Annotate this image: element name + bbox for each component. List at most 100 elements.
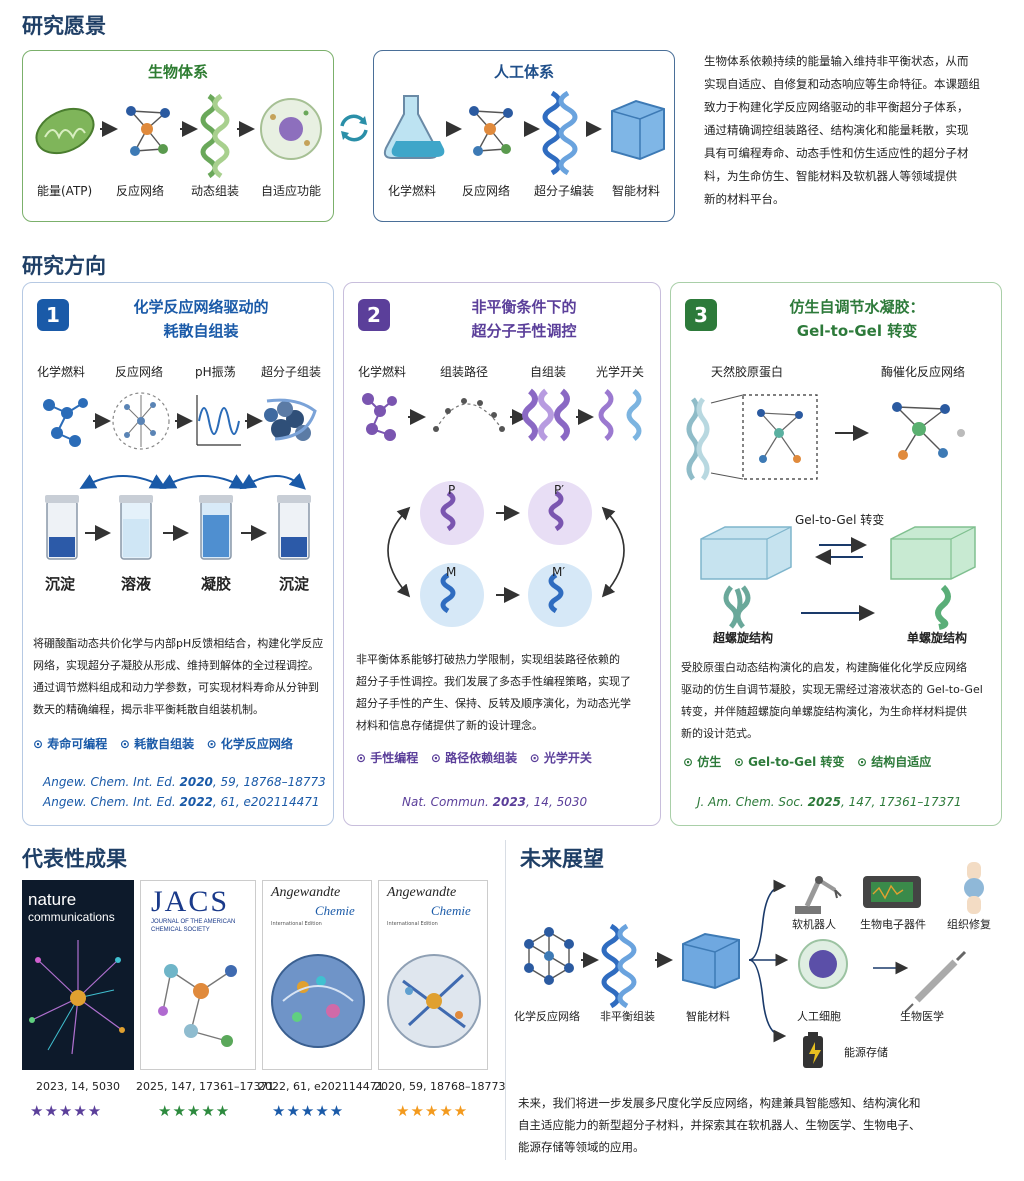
check-icon: ⊙ bbox=[856, 755, 867, 769]
card-2-step-fuel: 化学燃料 bbox=[358, 365, 407, 379]
card-1-step-assembly: 超分子组装 bbox=[261, 365, 322, 379]
card-1-text: 将硼酸酯动态共价化学与内部pH反馈相结合，构建化学反应网络，实现超分子凝胶从形成… bbox=[33, 637, 324, 716]
battery-icon bbox=[803, 1032, 823, 1068]
card-2-state-p-prime: P′ bbox=[554, 483, 564, 497]
cover-nature-communications[interactable]: nature communications bbox=[22, 880, 134, 1070]
art-label-assembly: 超分子编装 bbox=[534, 184, 595, 198]
section-title-outlook: 未来展望 bbox=[520, 847, 604, 871]
check-icon: ⊙ bbox=[430, 751, 441, 765]
check-icon: ⊙ bbox=[733, 755, 744, 769]
direction-card-2: 2 非平衡条件下的超分子手性调控 化学燃料 组装路径 自组装 光学开关 P P′… bbox=[343, 282, 661, 826]
artificial-system-panel: 人工体系 化学燃料 反应网络 超分子编装 智能材料 bbox=[373, 50, 675, 222]
section-title-results: 代表性成果 bbox=[22, 847, 127, 871]
card-3-state-superhelix: 超螺旋结构 bbox=[713, 631, 774, 645]
card-1-ref-1: Angew. Chem. Int. Ed. 2020, 59, 18768–18… bbox=[43, 775, 326, 789]
outlook-chain-network: 化学反应网络 bbox=[514, 1010, 580, 1023]
section-title-vision: 研究愿景 bbox=[22, 14, 106, 38]
art-label-network: 反应网络 bbox=[462, 184, 511, 198]
artificial-cell-icon bbox=[798, 939, 848, 989]
check-icon: ⊙ bbox=[206, 737, 217, 751]
card-3-illustration bbox=[686, 394, 976, 630]
check-icon: ⊙ bbox=[356, 751, 367, 765]
card-1-state-solution: 溶液 bbox=[121, 575, 152, 593]
cover-4-artwork bbox=[387, 954, 481, 1048]
outlook-app-cell: 人工细胞 bbox=[797, 1010, 841, 1023]
bio-label-assembly: 动态组装 bbox=[191, 184, 240, 198]
card-2-state-m-prime: M′ bbox=[552, 565, 566, 579]
card-1-ref-2: Angew. Chem. Int. Ed. 2022, 61, e2021144… bbox=[43, 795, 320, 809]
cover-4-citation: 2020, 59, 18768–18773 bbox=[374, 1080, 506, 1093]
card-3-text: 受胶原蛋白动态结构演化的启发，构建酶催化化学反应网络驱动的仿生自调节凝胶，实现无… bbox=[681, 661, 983, 740]
card-2-tags: ⊙ 手性编程 ⊙ 路径依赖组装 ⊙ 光学开关 bbox=[356, 751, 592, 765]
check-icon: ⊙ bbox=[119, 737, 130, 751]
card-1-step-network: 反应网络 bbox=[115, 365, 164, 379]
card-3-step-collagen: 天然胶原蛋白 bbox=[711, 365, 784, 379]
direction-card-3: 3 仿生自调节水凝胶：Gel-to-Gel 转变 天然胶原蛋白 酶催化反应网络 … bbox=[670, 282, 1002, 826]
robot-arm-icon bbox=[795, 876, 842, 914]
cover-4-star-icon: ★★★★★ bbox=[396, 1102, 469, 1120]
outlook-app-robot: 软机器人 bbox=[792, 918, 836, 931]
card-1-number: 1 bbox=[37, 299, 69, 331]
direction-card-1: 1 化学反应网络驱动的耗散自组装 化学燃料 反应网络 pH振荡 超分子组装 沉淀… bbox=[22, 282, 334, 826]
cover-angewandte-2020[interactable]: Angewandte Chemie International Edition bbox=[378, 880, 488, 1070]
card-2-ref: Nat. Commun. 2023, 14, 5030 bbox=[402, 795, 588, 809]
cover-2-star-icon: ★★★★★ bbox=[158, 1102, 231, 1120]
card-3-ref: J. Am. Chem. Soc. 2025, 147, 17361–17371 bbox=[697, 795, 962, 809]
cover-1-artwork bbox=[29, 940, 125, 1055]
card-1-state-precipitate: 沉淀 bbox=[45, 575, 76, 593]
cover-jacs[interactable]: JACS JOURNAL OF THE AMERICAN CHEMICAL SO… bbox=[140, 880, 256, 1070]
card-1-tags: ⊙ 寿命可编程 ⊙ 耗散自组装 ⊙ 化学反应网络 bbox=[33, 737, 293, 751]
vision-text: 生物体系依赖持续的能量输入维持非平衡状态，从而实现自适应、自修复和动态响应等生命… bbox=[704, 54, 980, 206]
cover-1-star-icon: ★★★★★ bbox=[30, 1102, 103, 1120]
artificial-system-illustration bbox=[383, 90, 665, 176]
section-divider bbox=[505, 840, 506, 1160]
outlook-app-biomedicine: 生物医学 bbox=[900, 1010, 944, 1023]
card-2-step-path: 组装路径 bbox=[440, 365, 489, 379]
card-2-step-assembly: 自组装 bbox=[530, 365, 567, 379]
card-2-state-m: M bbox=[446, 565, 457, 579]
section-title-directions: 研究方向 bbox=[22, 254, 106, 278]
cover-3-artwork bbox=[271, 954, 365, 1048]
check-icon: ⊙ bbox=[33, 737, 44, 751]
bio-system-title: 生物体系 bbox=[147, 63, 208, 81]
card-1-step-ph: pH振荡 bbox=[195, 365, 236, 379]
cover-3-star-icon: ★★★★★ bbox=[272, 1102, 345, 1120]
outlook-app-bioelectronics: 生物电子器件 bbox=[860, 918, 926, 931]
cover-3-citation: 2022, 61, e202114471 bbox=[258, 1080, 384, 1093]
card-3-state-single-helix: 单螺旋结构 bbox=[907, 631, 968, 645]
card-2-illustration bbox=[362, 388, 642, 627]
bio-system-illustration bbox=[35, 93, 322, 179]
artificial-system-title: 人工体系 bbox=[493, 63, 554, 81]
bio-label-network: 反应网络 bbox=[116, 184, 165, 198]
outlook-chain-material: 智能材料 bbox=[686, 1010, 730, 1023]
outlook-app-energy: 能源存储 bbox=[844, 1046, 888, 1059]
outlook-illustration bbox=[524, 862, 984, 1068]
bioelectronic-device-icon bbox=[863, 876, 921, 908]
bio-system-panel: 生物体系 能量(ATP) 反应网络 动态组装 自适应功能 bbox=[22, 50, 334, 222]
bio-label-function: 自适应功能 bbox=[261, 184, 322, 198]
card-2-number: 2 bbox=[358, 299, 390, 331]
card-3-title: 仿生自调节水凝胶：Gel-to-Gel 转变 bbox=[789, 298, 925, 340]
cover-angewandte-2022[interactable]: Angewandte Chemie International Edition bbox=[262, 880, 372, 1070]
syringe-icon bbox=[904, 950, 967, 1013]
card-3-step-enzyme: 酶催化反应网络 bbox=[881, 365, 966, 379]
card-1-state-precipitate-2: 沉淀 bbox=[279, 575, 310, 593]
card-2-state-p: P bbox=[448, 483, 456, 497]
card-3-number: 3 bbox=[685, 299, 717, 331]
cover-1-citation: 2023, 14, 5030 bbox=[36, 1080, 120, 1093]
card-2-text: 非平衡体系能够打破热力学限制，实现组装路径依赖的超分子手性调控。我们发展了多态手… bbox=[356, 653, 631, 732]
outlook-text: 未来，我们将进一步发展多尺度化学反应网络，构建兼具智能感知、结构演化和自主适应能… bbox=[518, 1096, 921, 1154]
card-1-title: 化学反应网络驱动的耗散自组装 bbox=[133, 298, 269, 340]
cycle-arrows-icon bbox=[340, 114, 368, 142]
card-2-title: 非平衡条件下的超分子手性调控 bbox=[471, 298, 577, 340]
card-1-illustration bbox=[43, 392, 317, 560]
outlook-app-tissue: 组织修复 bbox=[947, 918, 991, 931]
cover-2-citation: 2025, 147, 17361–17371 bbox=[136, 1080, 275, 1093]
check-icon: ⊙ bbox=[529, 751, 540, 765]
art-label-material: 智能材料 bbox=[612, 184, 661, 198]
art-label-fuel: 化学燃料 bbox=[388, 184, 437, 198]
card-1-step-fuel: 化学燃料 bbox=[37, 365, 86, 379]
bio-label-energy: 能量(ATP) bbox=[37, 184, 93, 198]
check-icon: ⊙ bbox=[683, 755, 694, 769]
card-2-step-switch: 光学开关 bbox=[596, 365, 645, 379]
